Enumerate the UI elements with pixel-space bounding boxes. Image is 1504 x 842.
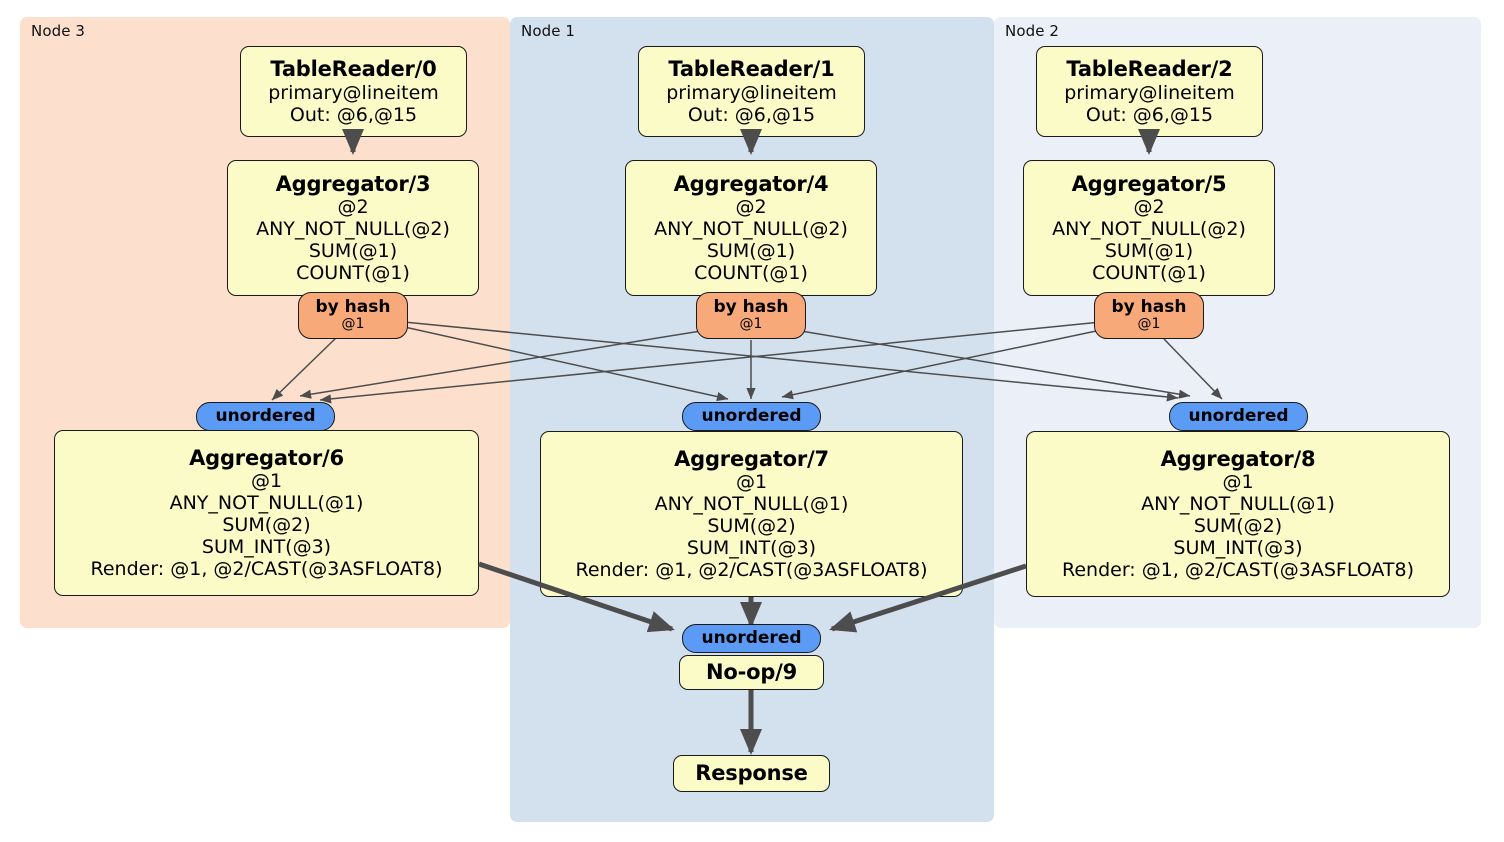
aggregator-6-line-4: SUM_INT(@3) xyxy=(201,536,332,559)
aggregator-3-box[interactable]: Aggregator/3 @2 ANY_NOT_NULL(@2) SUM(@1)… xyxy=(227,160,479,296)
aggregator-5-box[interactable]: Aggregator/5 @2 ANY_NOT_NULL(@2) SUM(@1)… xyxy=(1023,160,1275,296)
aggregator-4-title: Aggregator/4 xyxy=(673,171,829,196)
aggregator-3-line-2: ANY_NOT_NULL(@2) xyxy=(256,218,450,241)
unordered-sync-2-label: unordered xyxy=(1188,406,1289,427)
aggregator-5-line-4: COUNT(@1) xyxy=(1092,262,1206,285)
aggregator-8-line-4: SUM_INT(@3) xyxy=(1173,537,1303,560)
aggregator-6-line-2: ANY_NOT_NULL(@1) xyxy=(169,492,364,515)
aggregator-6-title: Aggregator/6 xyxy=(189,445,344,470)
aggregator-5-line-1: @2 xyxy=(1133,196,1165,219)
aggregator-4-line-2: ANY_NOT_NULL(@2) xyxy=(654,218,848,241)
aggregator-8-line-5: Render: @1, @2/CAST(@3ASFLOAT8) xyxy=(1062,559,1414,582)
aggregator-6-box[interactable]: Aggregator/6 @1 ANY_NOT_NULL(@1) SUM(@2)… xyxy=(54,430,479,596)
response-title: Response xyxy=(695,761,808,786)
tablereader-1-line-1: primary@lineitem xyxy=(666,81,837,104)
noop-9-title: No-op/9 xyxy=(705,660,798,685)
aggregator-8-line-1: @1 xyxy=(1222,471,1254,494)
aggregator-3-line-4: COUNT(@1) xyxy=(296,262,410,285)
aggregator-7-line-1: @1 xyxy=(735,471,768,494)
hash-router-1-sublabel: @1 xyxy=(739,316,763,333)
unordered-sync-0[interactable]: unordered xyxy=(196,402,335,431)
aggregator-6-line-3: SUM(@2) xyxy=(222,514,311,537)
unordered-sync-3-label: unordered xyxy=(701,628,802,649)
aggregator-7-line-5: Render: @1, @2/CAST(@3ASFLOAT8) xyxy=(575,559,928,582)
noop-9-box[interactable]: No-op/9 xyxy=(679,655,824,690)
tablereader-2-box[interactable]: TableReader/2 primary@lineitem Out: @6,@… xyxy=(1036,46,1263,137)
hash-router-2-sublabel: @1 xyxy=(1137,316,1161,333)
aggregator-8-box[interactable]: Aggregator/8 @1 ANY_NOT_NULL(@1) SUM(@2)… xyxy=(1026,431,1450,597)
hash-router-2-label: by hash xyxy=(1111,297,1187,318)
aggregator-5-line-3: SUM(@1) xyxy=(1104,240,1194,263)
tablereader-2-line-2: Out: @6,@15 xyxy=(1085,103,1214,126)
hash-router-0[interactable]: by hash @1 xyxy=(298,292,408,339)
aggregator-3-line-1: @2 xyxy=(337,196,369,219)
tablereader-0-title: TableReader/0 xyxy=(270,57,437,82)
hash-router-1-label: by hash xyxy=(713,297,789,318)
hash-router-0-sublabel: @1 xyxy=(341,316,365,333)
aggregator-8-line-2: ANY_NOT_NULL(@1) xyxy=(1141,493,1335,516)
unordered-sync-2[interactable]: unordered xyxy=(1169,402,1308,431)
tablereader-0-line-1: primary@lineitem xyxy=(268,81,439,104)
hash-router-1[interactable]: by hash @1 xyxy=(696,292,806,339)
tablereader-0-box[interactable]: TableReader/0 primary@lineitem Out: @6,@… xyxy=(240,46,467,137)
tablereader-0-line-2: Out: @6,@15 xyxy=(289,103,418,126)
cluster-label-node2: Node 2 xyxy=(1005,22,1060,40)
tablereader-2-title: TableReader/2 xyxy=(1066,57,1233,82)
response-box[interactable]: Response xyxy=(673,755,830,792)
aggregator-3-line-3: SUM(@1) xyxy=(308,240,398,263)
aggregator-7-line-2: ANY_NOT_NULL(@1) xyxy=(654,493,849,516)
aggregator-7-line-4: SUM_INT(@3) xyxy=(686,537,817,560)
unordered-sync-3[interactable]: unordered xyxy=(682,624,821,653)
unordered-sync-1[interactable]: unordered xyxy=(682,402,821,431)
hash-router-0-label: by hash xyxy=(315,297,391,318)
cluster-label-node3: Node 3 xyxy=(31,22,86,40)
aggregator-7-box[interactable]: Aggregator/7 @1 ANY_NOT_NULL(@1) SUM(@2)… xyxy=(540,431,963,597)
aggregator-4-box[interactable]: Aggregator/4 @2 ANY_NOT_NULL(@2) SUM(@1)… xyxy=(625,160,877,296)
unordered-sync-1-label: unordered xyxy=(701,406,802,427)
aggregator-7-line-3: SUM(@2) xyxy=(707,515,796,538)
aggregator-8-line-3: SUM(@2) xyxy=(1193,515,1283,538)
aggregator-7-title: Aggregator/7 xyxy=(674,446,829,471)
aggregator-6-line-5: Render: @1, @2/CAST(@3ASFLOAT8) xyxy=(90,558,443,581)
aggregator-5-title: Aggregator/5 xyxy=(1071,171,1227,196)
cluster-label-node1: Node 1 xyxy=(521,22,576,40)
unordered-sync-0-label: unordered xyxy=(215,406,316,427)
tablereader-1-title: TableReader/1 xyxy=(668,57,835,82)
aggregator-3-title: Aggregator/3 xyxy=(275,171,431,196)
aggregator-8-title: Aggregator/8 xyxy=(1160,446,1316,471)
tablereader-1-line-2: Out: @6,@15 xyxy=(687,103,816,126)
aggregator-4-line-3: SUM(@1) xyxy=(706,240,796,263)
aggregator-6-line-1: @1 xyxy=(250,470,283,493)
aggregator-4-line-1: @2 xyxy=(735,196,767,219)
hash-router-2[interactable]: by hash @1 xyxy=(1094,292,1204,339)
tablereader-2-line-1: primary@lineitem xyxy=(1064,81,1235,104)
aggregator-5-line-2: ANY_NOT_NULL(@2) xyxy=(1052,218,1246,241)
aggregator-4-line-4: COUNT(@1) xyxy=(694,262,808,285)
tablereader-1-box[interactable]: TableReader/1 primary@lineitem Out: @6,@… xyxy=(638,46,865,137)
